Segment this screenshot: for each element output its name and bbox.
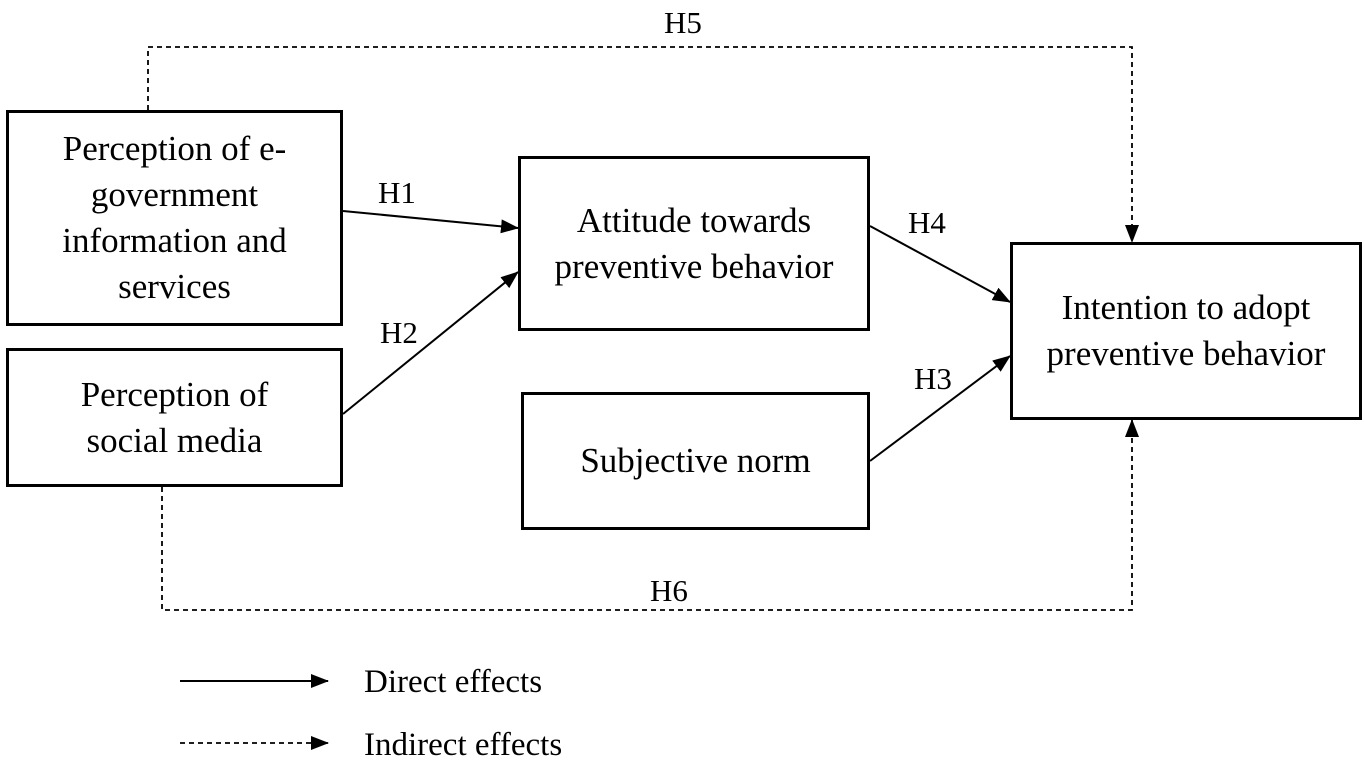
edge-h3-label: H3: [914, 361, 952, 396]
node-egov-line-2: government: [90, 175, 259, 214]
edge-h5-label: H5: [664, 5, 702, 40]
edge-h3-arrow: [869, 355, 1011, 462]
node-egov-line-1: Perception of e-: [62, 129, 287, 168]
edge-h5-arrow: [147, 46, 1139, 243]
node-social-line-2: social media: [86, 420, 263, 460]
edge-h4-label: H4: [908, 205, 946, 240]
node-subjective-norm: Subjective norm: [521, 392, 870, 530]
legend-indirect-label: Indirect effects: [364, 727, 563, 763]
node-intention-line-1: Intention to adopt: [1061, 288, 1311, 327]
node-egov-perception: Perception of e- government information …: [6, 110, 343, 326]
edge-h1-arrow: [342, 210, 519, 234]
edge-h2-arrow: [342, 271, 519, 415]
node-norm-line-1: Subjective norm: [580, 441, 811, 480]
node-social-line-1: Perception of: [80, 374, 269, 414]
node-egov-line-4: services: [118, 267, 231, 306]
edge-h2-label: H2: [380, 315, 418, 350]
legend-direct-label: Direct effects: [364, 664, 543, 700]
edge-h1-label: H1: [378, 175, 416, 210]
edge-h6-label: H6: [650, 573, 688, 608]
node-attitude: Attitude towards preventive behavior: [518, 156, 870, 331]
node-attitude-line-2: preventive behavior: [554, 246, 834, 286]
node-intention-line-2: preventive behavior: [1046, 334, 1326, 373]
node-intention: Intention to adopt preventive behavior: [1010, 242, 1362, 420]
edge-h6-arrow: [161, 419, 1139, 611]
node-attitude-line-1: Attitude towards: [576, 200, 812, 240]
node-egov-line-3: information and: [62, 221, 287, 260]
node-social-perception: Perception of social media: [6, 348, 343, 487]
edge-h4-arrow: [869, 225, 1011, 303]
